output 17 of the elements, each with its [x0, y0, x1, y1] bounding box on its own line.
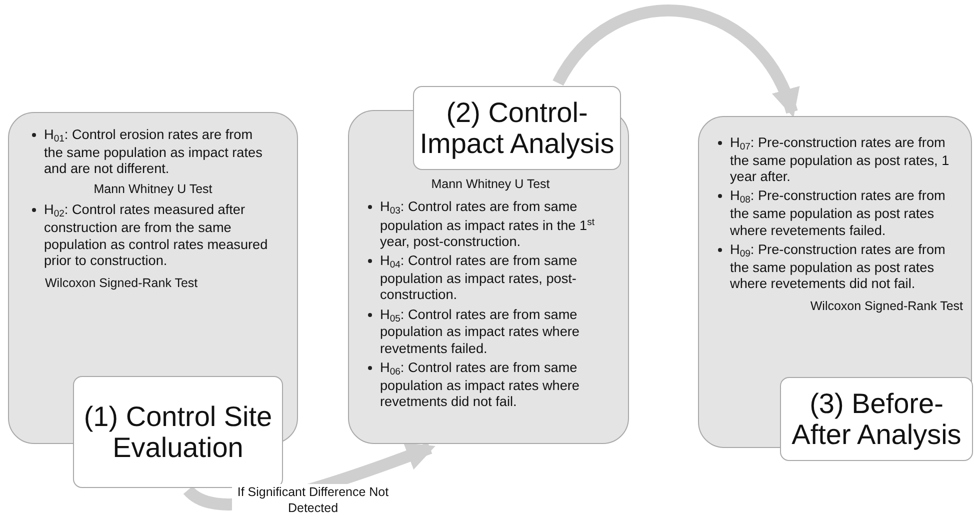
hypothesis-text: H$_{07}$: Pre-construction rates are from the same population as post rates, 1 year after.	[717, 135, 963, 186]
curved-arrow	[552, 4, 798, 118]
hypothesis-text: H$_{01}$: Control erosion rates are from the same population as impact rates and are not different.	[31, 127, 275, 178]
title-box: (2) Control-Impact Analysis	[413, 86, 621, 170]
title-box: (1) Control Site Evaluation	[73, 376, 283, 488]
test-name: Mann Whitney U Test	[92, 181, 214, 198]
hypothesis-text: H$_{06}$: Control rates are from same population as impact rates where revetments did not fail.	[367, 360, 614, 410]
hypothesis-text: H$_{04}$: Control rates are from same population as impact rates, post-construction.	[367, 253, 614, 304]
test-name: Mann Whitney U Test	[430, 177, 551, 193]
hypothesis-text: H$_{05}$: Control rates are from same population as impact rates where revetments failed.	[367, 306, 614, 357]
test-name: Wilcoxon Signed-Rank Test	[809, 298, 963, 314]
hypothesis-text: H$_{02}$: Control rates measured after construction are from the same population as control rates measured prior to construction.	[31, 202, 275, 270]
test-name: Wilcoxon Signed-Rank Test	[44, 275, 199, 292]
hypothesis-text: H$_{09}$: Pre-construction rates are from the same population as post rates where revetements did not fail.	[717, 242, 963, 292]
hypothesis-text: H$_{03}$: Control rates are from same population as impact rates in the 1$^{st}$ year, post-construction.	[367, 199, 614, 250]
title-box: (3) Before-After Analysis	[780, 377, 973, 461]
hypothesis-text: H$_{08}$: Pre-construction rates are from the same population as post rates where revetements failed.	[717, 188, 963, 239]
